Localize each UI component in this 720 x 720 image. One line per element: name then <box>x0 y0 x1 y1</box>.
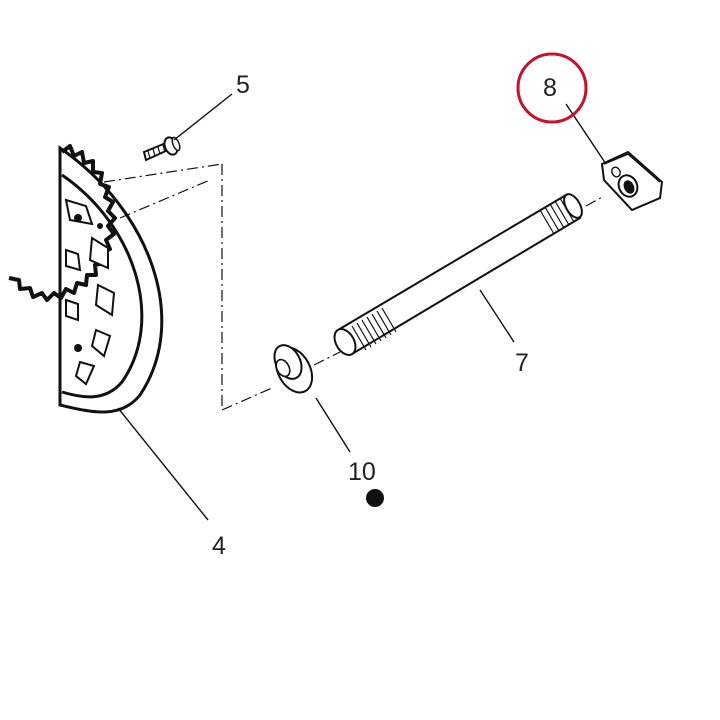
alignment-lines <box>103 163 605 411</box>
callout-label-7: 7 <box>515 349 529 377</box>
bullet-dot-icon <box>366 489 384 507</box>
rear-sprocket <box>8 144 164 414</box>
callout-label-8: 8 <box>543 74 557 102</box>
chain-adjuster-block <box>600 150 664 212</box>
rear-axle <box>333 193 583 356</box>
highlight-circle-icon <box>516 52 588 124</box>
callout-label-10: 10 <box>348 458 376 486</box>
leader-lines <box>117 93 607 521</box>
spacer-bushing <box>273 344 314 394</box>
callout-label-5: 5 <box>236 71 250 99</box>
sprocket-bolt <box>142 136 181 162</box>
callout-label-4: 4 <box>212 532 226 560</box>
